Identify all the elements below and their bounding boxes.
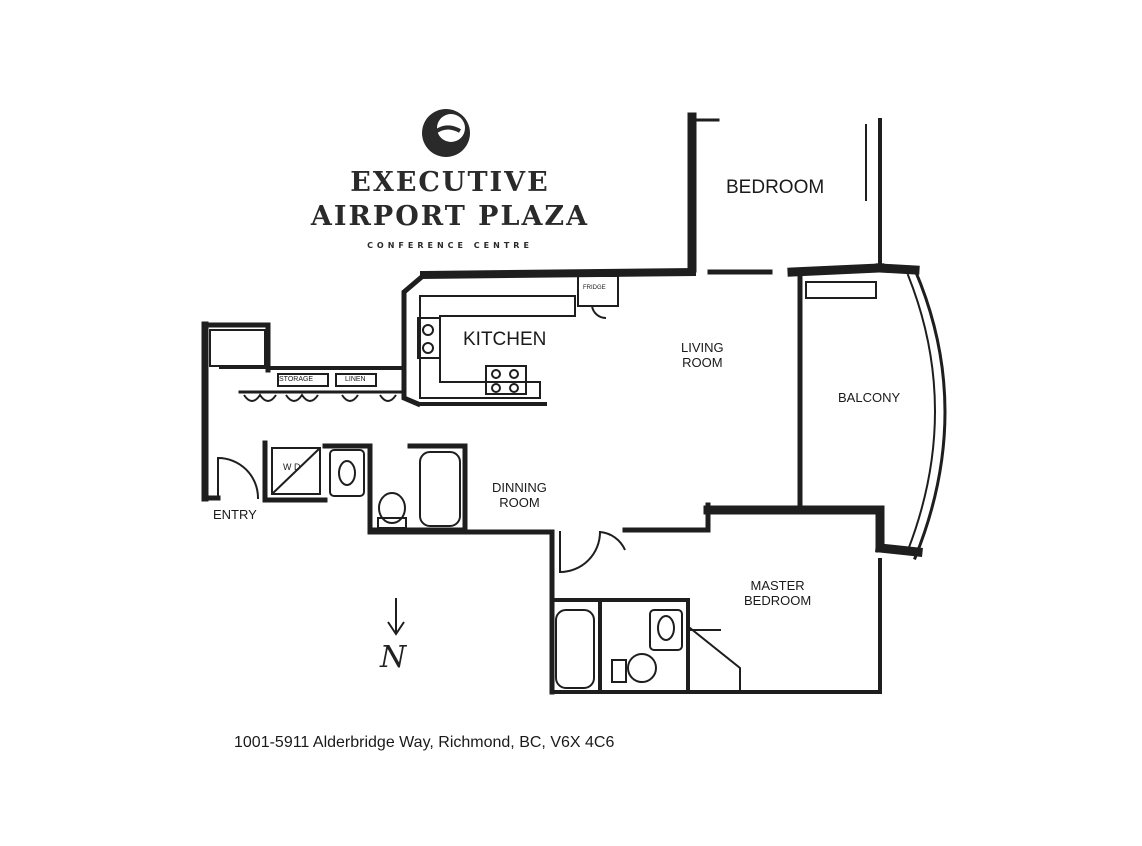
hall-bathtub <box>419 451 461 527</box>
balcony-right-curve <box>913 268 947 560</box>
washer-dryer-diagonal <box>271 447 321 495</box>
ensuite-basin <box>657 615 675 641</box>
kitchen-stove <box>485 365 527 395</box>
master-top-wall <box>703 505 885 553</box>
balcony-storage <box>805 281 877 299</box>
kitchen-counter-top <box>419 295 576 399</box>
hall-toilet <box>378 492 406 524</box>
burner-4 <box>509 383 519 393</box>
north-label: N <box>380 640 407 675</box>
hall-toilet-tank <box>377 517 407 529</box>
crescent-swirl-logo-icon <box>422 109 470 157</box>
walk-in-closet <box>688 626 741 693</box>
room-label-dining: DINNING ROOM <box>492 480 547 510</box>
fixture-label-washer-dryer: W D <box>283 462 301 472</box>
kitchen-sink <box>417 317 441 359</box>
room-label-bedroom: BEDROOM <box>726 177 825 198</box>
ensuite-toilet <box>627 653 657 683</box>
fixture-label-fridge: FRIDGE <box>583 285 606 291</box>
kitchen-top-wall <box>419 267 697 280</box>
fridge-door <box>591 305 607 320</box>
brand-tagline: CONFERENCE CENTRE <box>367 241 533 250</box>
sink-bowl-2 <box>422 342 434 354</box>
hall-basin <box>338 460 356 486</box>
hall-vanity <box>329 449 365 497</box>
fixture-label-storage: STORAGE <box>279 376 314 383</box>
brand-name-line1: EXECUTIVE <box>350 167 550 198</box>
entry-closet <box>209 329 266 367</box>
balcony-right-curve-inner <box>906 273 936 552</box>
room-label-master-bedroom: MASTER BEDROOM <box>744 578 812 608</box>
living-top-wall-right <box>787 263 885 277</box>
room-label-living: LIVING ROOM <box>681 340 724 370</box>
balcony-bottom-stub <box>875 543 923 557</box>
room-label-kitchen: KITCHEN <box>463 329 547 350</box>
washer-dryer <box>271 447 321 495</box>
fixture-label-linen: LINEN <box>345 376 366 383</box>
dining-door-swing <box>599 531 626 551</box>
address-text: 1001-5911 Alderbridge Way, Richmond, BC,… <box>234 734 615 751</box>
bath-tub-wall <box>407 443 468 533</box>
burner-3 <box>491 383 501 393</box>
linen-box <box>335 373 377 387</box>
fridge <box>577 275 619 307</box>
room-label-balcony: BALCONY <box>838 390 901 405</box>
entry-top-wall <box>202 322 271 373</box>
brand-block: EXECUTIVE AIRPORT PLAZA CONFERENCE CENTR… <box>300 105 600 265</box>
ensuite-vanity <box>649 609 683 651</box>
master-door-swing <box>559 530 602 574</box>
balcony-top-stub <box>875 263 920 275</box>
closet-door-arcs <box>243 393 397 402</box>
room-label-entry: ENTRY <box>213 507 257 522</box>
burner-2 <box>509 369 519 379</box>
sink-bowl-1 <box>422 324 434 336</box>
burner-1 <box>491 369 501 379</box>
entry-door-swing <box>217 456 260 500</box>
storage-box <box>277 373 329 387</box>
brand-name-line2: AIRPORT PLAZA <box>310 201 590 232</box>
kitchen-angled-wall <box>401 271 428 408</box>
laundry-wall <box>262 440 328 503</box>
dining-right-wall <box>622 502 711 533</box>
ensuite-toilet-tank <box>611 659 627 683</box>
ensuite-bathtub <box>555 609 595 689</box>
north-arrow-icon <box>387 598 405 636</box>
